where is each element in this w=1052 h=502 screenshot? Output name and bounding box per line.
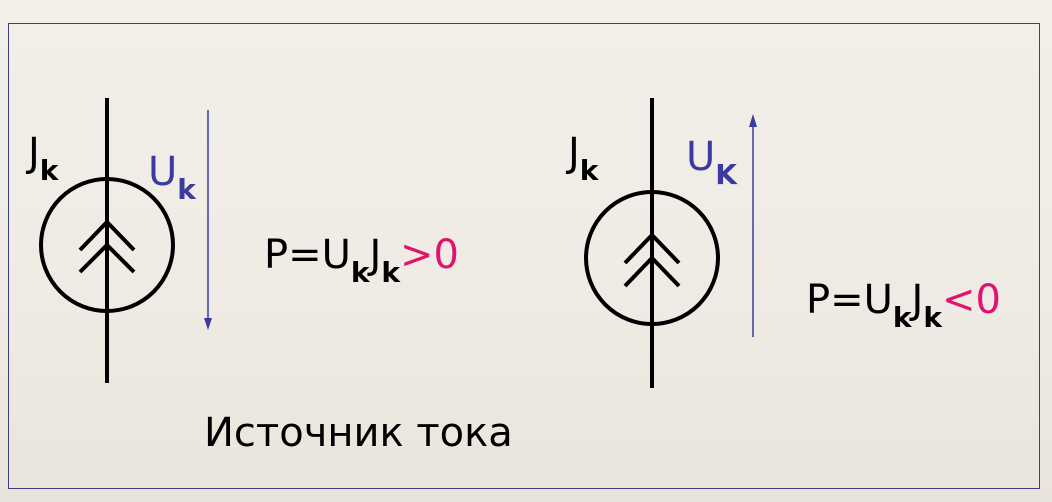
left-power-formula: P=UkJk>0: [264, 232, 459, 289]
right-current-symbol: J: [568, 130, 580, 176]
left-voltage-symbol: U: [148, 149, 178, 195]
right-power-formula: P=UkJk<0: [806, 277, 1001, 334]
left-voltage-arrow: [204, 110, 212, 330]
slide-frame: [8, 23, 1040, 489]
left-power-relation: >0: [399, 232, 459, 278]
right-voltage-arrowhead-up: [749, 114, 757, 127]
left-voltage-label: Uk: [148, 149, 196, 204]
right-voltage-symbol: U: [686, 134, 716, 180]
right-current-subscript: k: [579, 154, 599, 187]
left-voltage-subscript: k: [177, 173, 196, 206]
right-voltage-label: UK: [686, 134, 737, 189]
left-current-symbol: J: [28, 130, 40, 176]
right-source-inner-chevron: [623, 255, 681, 288]
caption: Источник тока: [204, 410, 513, 456]
left-source-outer-chevron: [78, 219, 136, 252]
left-current-label: Jk: [28, 130, 58, 185]
right-source-circle: [584, 190, 720, 326]
left-current-source-symbol: [39, 98, 175, 383]
right-voltage-subscript: K: [715, 158, 737, 191]
left-source-inner-chevron: [78, 242, 136, 274]
right-voltage-arrow: [749, 114, 757, 337]
right-current-label: Jk: [568, 130, 598, 185]
left-current-subscript: k: [39, 154, 59, 187]
right-current-source-symbol: [584, 98, 720, 388]
right-power-relation: <0: [941, 277, 1001, 323]
left-voltage-arrowhead-down: [204, 318, 212, 330]
left-source-circle: [39, 177, 175, 313]
right-source-outer-chevron: [623, 232, 681, 265]
